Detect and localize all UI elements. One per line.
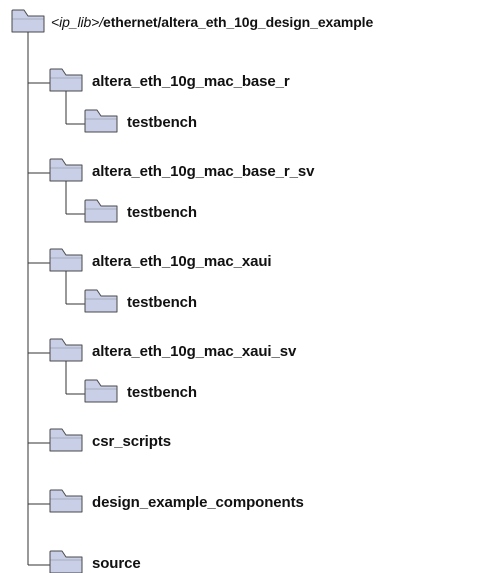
folder-icon <box>49 338 83 362</box>
folder-label: altera_eth_10g_mac_base_r <box>92 73 290 90</box>
folder-label: csr_scripts <box>92 433 171 450</box>
root-path-prefix: <ip_lib> <box>51 14 100 30</box>
root-folder-icon <box>11 9 45 33</box>
folder-label: altera_eth_10g_mac_base_r_sv <box>92 163 315 180</box>
folder-label: altera_eth_10g_mac_xaui <box>92 253 272 270</box>
folder-icon <box>49 489 83 513</box>
folder-icon <box>49 68 83 92</box>
folder-icon <box>49 550 83 573</box>
folder-label: altera_eth_10g_mac_xaui_sv <box>92 343 297 360</box>
subfolder-label: testbench <box>127 384 197 401</box>
folder-icon <box>84 109 118 133</box>
subfolder-label: testbench <box>127 294 197 311</box>
root-path-separator: / <box>99 14 104 30</box>
folder-icon <box>49 158 83 182</box>
root-path-label: <ip_lib>/ethernet/altera_eth_10g_design_… <box>51 13 373 31</box>
folder-label: source <box>92 555 141 572</box>
subfolder-label: testbench <box>127 114 197 131</box>
folder-icon <box>84 379 118 403</box>
folder-icon <box>84 289 118 313</box>
subfolder-label: testbench <box>127 204 197 221</box>
folder-icon <box>49 428 83 452</box>
folder-icon <box>84 199 118 223</box>
folder-label: design_example_components <box>92 494 304 511</box>
folder-icon <box>49 248 83 272</box>
root-path-rest: ethernet/altera_eth_10g_design_example <box>103 14 374 30</box>
